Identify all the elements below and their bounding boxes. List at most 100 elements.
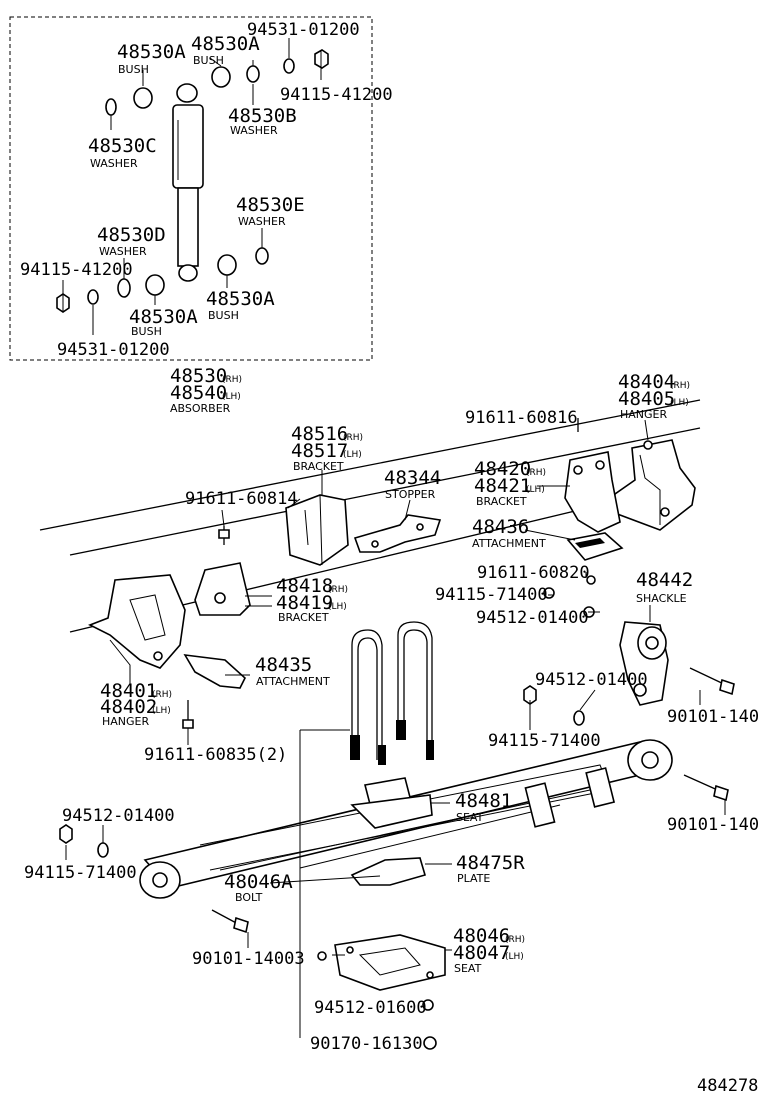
seat-lower-part [334, 934, 446, 991]
label-bush-1: BUSH [118, 63, 149, 76]
nut-part [422, 999, 434, 1011]
label-48047: 48047 [453, 942, 510, 964]
label-48418: 48418 [276, 575, 333, 597]
label-48530-side: (RH) [222, 375, 242, 385]
label-94512-01400-left: 94512-01400 [62, 806, 175, 826]
stopper-part [353, 514, 442, 553]
label-bracket-top: BRACKET [293, 460, 344, 473]
label-washer-b: WASHER [230, 124, 278, 137]
label-48047-side: (LH) [505, 952, 524, 962]
label-absorber: ABSORBER [170, 402, 231, 415]
nut-part [59, 824, 73, 844]
label-94512-01400-right: 94512-01400 [535, 670, 648, 690]
label-48435: 48435 [255, 654, 312, 676]
nut-part [573, 710, 585, 726]
label-48421-side: (LH) [526, 485, 545, 495]
label-48517: 48517 [291, 440, 348, 462]
part-labels: 94531-01200 48530A BUSH 48530A BUSH 9411… [20, 20, 759, 1096]
label-90101-140-upper: 90101-140 [667, 707, 759, 727]
bolt-part [218, 526, 230, 545]
nut-part [283, 58, 295, 74]
label-90101-140-lower: 90101-140 [667, 815, 759, 835]
label-48481: 48481 [455, 790, 512, 812]
label-90101-14003: 90101-14003 [192, 949, 305, 969]
nut-part [423, 1036, 437, 1050]
label-48442: 48442 [636, 569, 693, 591]
label-shackle: SHACKLE [636, 592, 687, 605]
label-94531-01200-top: 94531-01200 [247, 20, 360, 40]
plate-part [350, 857, 426, 886]
label-48401: 48401 [100, 680, 157, 702]
bolt-part [182, 700, 194, 729]
label-48405-side: (LH) [670, 398, 689, 408]
washer-part [255, 247, 269, 265]
seat-upper-part [350, 777, 433, 829]
label-48530B: 48530B [228, 105, 297, 127]
nut-part [97, 842, 109, 858]
label-48540: 48540 [170, 382, 227, 404]
label-94115-71400-mid: 94115-71400 [435, 585, 548, 605]
figure-id: 484278 [697, 1076, 758, 1096]
label-hanger-front: HANGER [102, 715, 149, 728]
label-48530D: 48530D [97, 224, 166, 246]
nut-part [586, 575, 596, 585]
label-48405: 48405 [618, 388, 675, 410]
washer-part [87, 289, 99, 305]
label-48420-side: (RH) [526, 468, 546, 478]
label-94531-01200-bottom: 94531-01200 [57, 340, 170, 360]
label-bracket-front: BRACKET [278, 611, 329, 624]
label-94512-01400-mid: 94512-01400 [476, 608, 589, 628]
label-48418-side: (RH) [328, 585, 348, 595]
label-48046: 48046 [453, 925, 510, 947]
label-bush-2: BUSH [193, 54, 224, 67]
label-48402-side: (LH) [152, 706, 171, 716]
label-90170-16130: 90170-16130 [310, 1034, 423, 1054]
label-washer-d: WASHER [99, 245, 147, 258]
label-48046A: 48046A [224, 871, 293, 893]
label-91611-60835: 91611-60835(2) [144, 745, 287, 765]
u-bolt-part [350, 621, 434, 765]
washer-part [105, 98, 117, 116]
label-48046-side: (RH) [505, 935, 525, 945]
label-attachment-rear: ATTACHMENT [472, 537, 546, 550]
washer-part [117, 278, 131, 298]
label-48530C: 48530C [88, 135, 157, 157]
label-bush-4: BUSH [208, 309, 239, 322]
label-91611-60816: 91611-60816 [465, 408, 578, 428]
label-94115-41200-top: 94115-41200 [280, 85, 393, 105]
label-48402: 48402 [100, 696, 157, 718]
label-48516-side: (RH) [343, 433, 363, 443]
top-bracket-part [285, 494, 349, 566]
label-48517-side: (LH) [343, 450, 362, 460]
front-bracket-part [194, 562, 251, 616]
label-48419: 48419 [276, 592, 333, 614]
nut-part [317, 951, 327, 961]
label-94115-41200-left: 94115-41200 [20, 260, 133, 280]
bolt-part [211, 909, 249, 934]
label-48530A-1: 48530A [117, 41, 186, 63]
label-91611-60814: 91611-60814 [185, 489, 298, 509]
label-bolt: BOLT [235, 891, 263, 904]
label-48530A-2: 48530A [191, 33, 260, 55]
label-washer-c: WASHER [90, 157, 138, 170]
label-94512-01600: 94512-01600 [314, 998, 427, 1018]
label-bush-3: BUSH [131, 325, 162, 338]
label-stopper: STOPPER [385, 488, 436, 501]
label-48419-side: (LH) [328, 602, 347, 612]
label-48516: 48516 [291, 423, 348, 445]
label-48404-side: (RH) [670, 381, 690, 391]
leader-lines [65, 418, 726, 1038]
bolt-part [689, 667, 735, 696]
label-48530E: 48530E [236, 194, 305, 216]
bolt-part [683, 774, 729, 802]
label-bracket-rear: BRACKET [476, 495, 527, 508]
label-94115-71400-right: 94115-71400 [488, 731, 601, 751]
label-91611-60820: 91611-60820 [477, 563, 590, 583]
label-washer-e: WASHER [238, 215, 286, 228]
label-48475R: 48475R [456, 852, 525, 874]
attachment-front-part [183, 654, 246, 689]
label-48344: 48344 [384, 467, 441, 489]
bush-part [211, 66, 231, 88]
label-48540-side: (LH) [222, 392, 241, 402]
rear-bracket-part [564, 451, 621, 533]
